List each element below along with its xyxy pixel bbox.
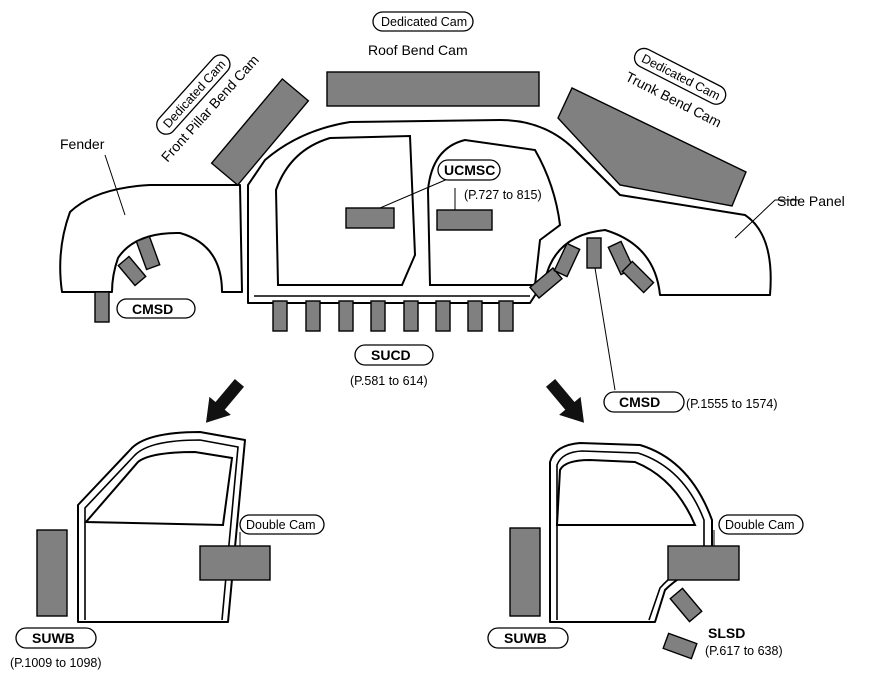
roof-bend-cam-label: Roof Bend Cam	[368, 42, 468, 58]
side-panel-label: Side Panel	[777, 193, 845, 209]
trunk-bend-cam-die	[557, 87, 747, 207]
sucd-pill	[354, 344, 434, 366]
rear-door-double-cam-label: Double Cam	[725, 518, 794, 532]
rear-door-slsd-die-2	[662, 632, 698, 660]
front-door-frame-inner	[84, 439, 239, 621]
rear-door-suwb-pill	[487, 627, 569, 649]
rear-cmsd-die-1	[529, 267, 563, 299]
trunk-dedicated-cam-pill	[633, 47, 727, 105]
ucmsc-pages: (P.727 to 815)	[464, 188, 542, 202]
ucmsc-die-1	[345, 207, 395, 229]
fender-label: Fender	[60, 136, 105, 152]
front-pillar-cam-die	[210, 77, 310, 187]
slsd-pages: (P.617 to 638)	[705, 644, 783, 658]
fender-cmsd-die-1	[135, 235, 161, 271]
sucd-pages: (P.581 to 614)	[350, 374, 428, 388]
front-door-suwb-pill	[15, 627, 97, 649]
rear-door-double-cam-pill	[718, 514, 804, 535]
ucmsc-die-2	[436, 209, 493, 231]
front-door-double-cam-pill	[239, 514, 325, 535]
ucmsc-leader-1	[379, 177, 451, 209]
slsd-label: SLSD	[708, 625, 745, 641]
rear-cmsd-pill	[603, 391, 685, 413]
front-door-double-cam-label: Double Cam	[246, 518, 315, 532]
front-door-window	[83, 450, 234, 527]
cmsd-leader	[594, 267, 616, 391]
rear-door-suwb-label: SUWB	[504, 630, 547, 646]
left-down-arrow	[206, 379, 245, 423]
roof-dedicated-cam-pill	[372, 11, 474, 32]
front-cmsd-pill	[116, 298, 196, 319]
sucd-dies	[272, 300, 514, 332]
rear-door-slsd-die-1	[669, 587, 703, 623]
front-door-suwb-die	[36, 529, 68, 617]
fender-leader	[104, 154, 126, 216]
roof-dedicated-cam-label: Dedicated Cam	[381, 15, 467, 29]
rear-cmsd-pages: (P.1555 to 1574)	[686, 397, 778, 411]
rear-door-window	[555, 458, 697, 526]
rear-cmsd-die-2	[553, 242, 581, 278]
rear-cmsd-die-5	[621, 260, 655, 294]
ucmsc-label: UCMSC	[444, 162, 495, 178]
fender-cmsd-die-3	[94, 291, 110, 323]
fender-cmsd-die-2	[117, 255, 147, 287]
rear-door-double-cam-die	[667, 545, 740, 581]
front-door-double-cam-die	[199, 545, 271, 581]
right-down-arrow	[545, 379, 584, 423]
front-cmsd-label: CMSD	[132, 301, 173, 317]
side-panel-leader	[734, 199, 800, 239]
front-door-suwb-label: SUWB	[32, 630, 75, 646]
rear-cmsd-label: CMSD	[619, 394, 660, 410]
roof-bend-cam-die	[326, 71, 540, 107]
rear-cmsd-die-3	[586, 237, 602, 269]
sucd-label: SUCD	[371, 347, 411, 363]
ucmsc-pill	[437, 159, 501, 181]
front-dedicated-cam-pill	[156, 54, 231, 135]
rear-door-suwb-die	[509, 527, 541, 617]
fender-panel	[59, 184, 243, 293]
front-door-suwb-pages: (P.1009 to 1098)	[10, 656, 102, 670]
